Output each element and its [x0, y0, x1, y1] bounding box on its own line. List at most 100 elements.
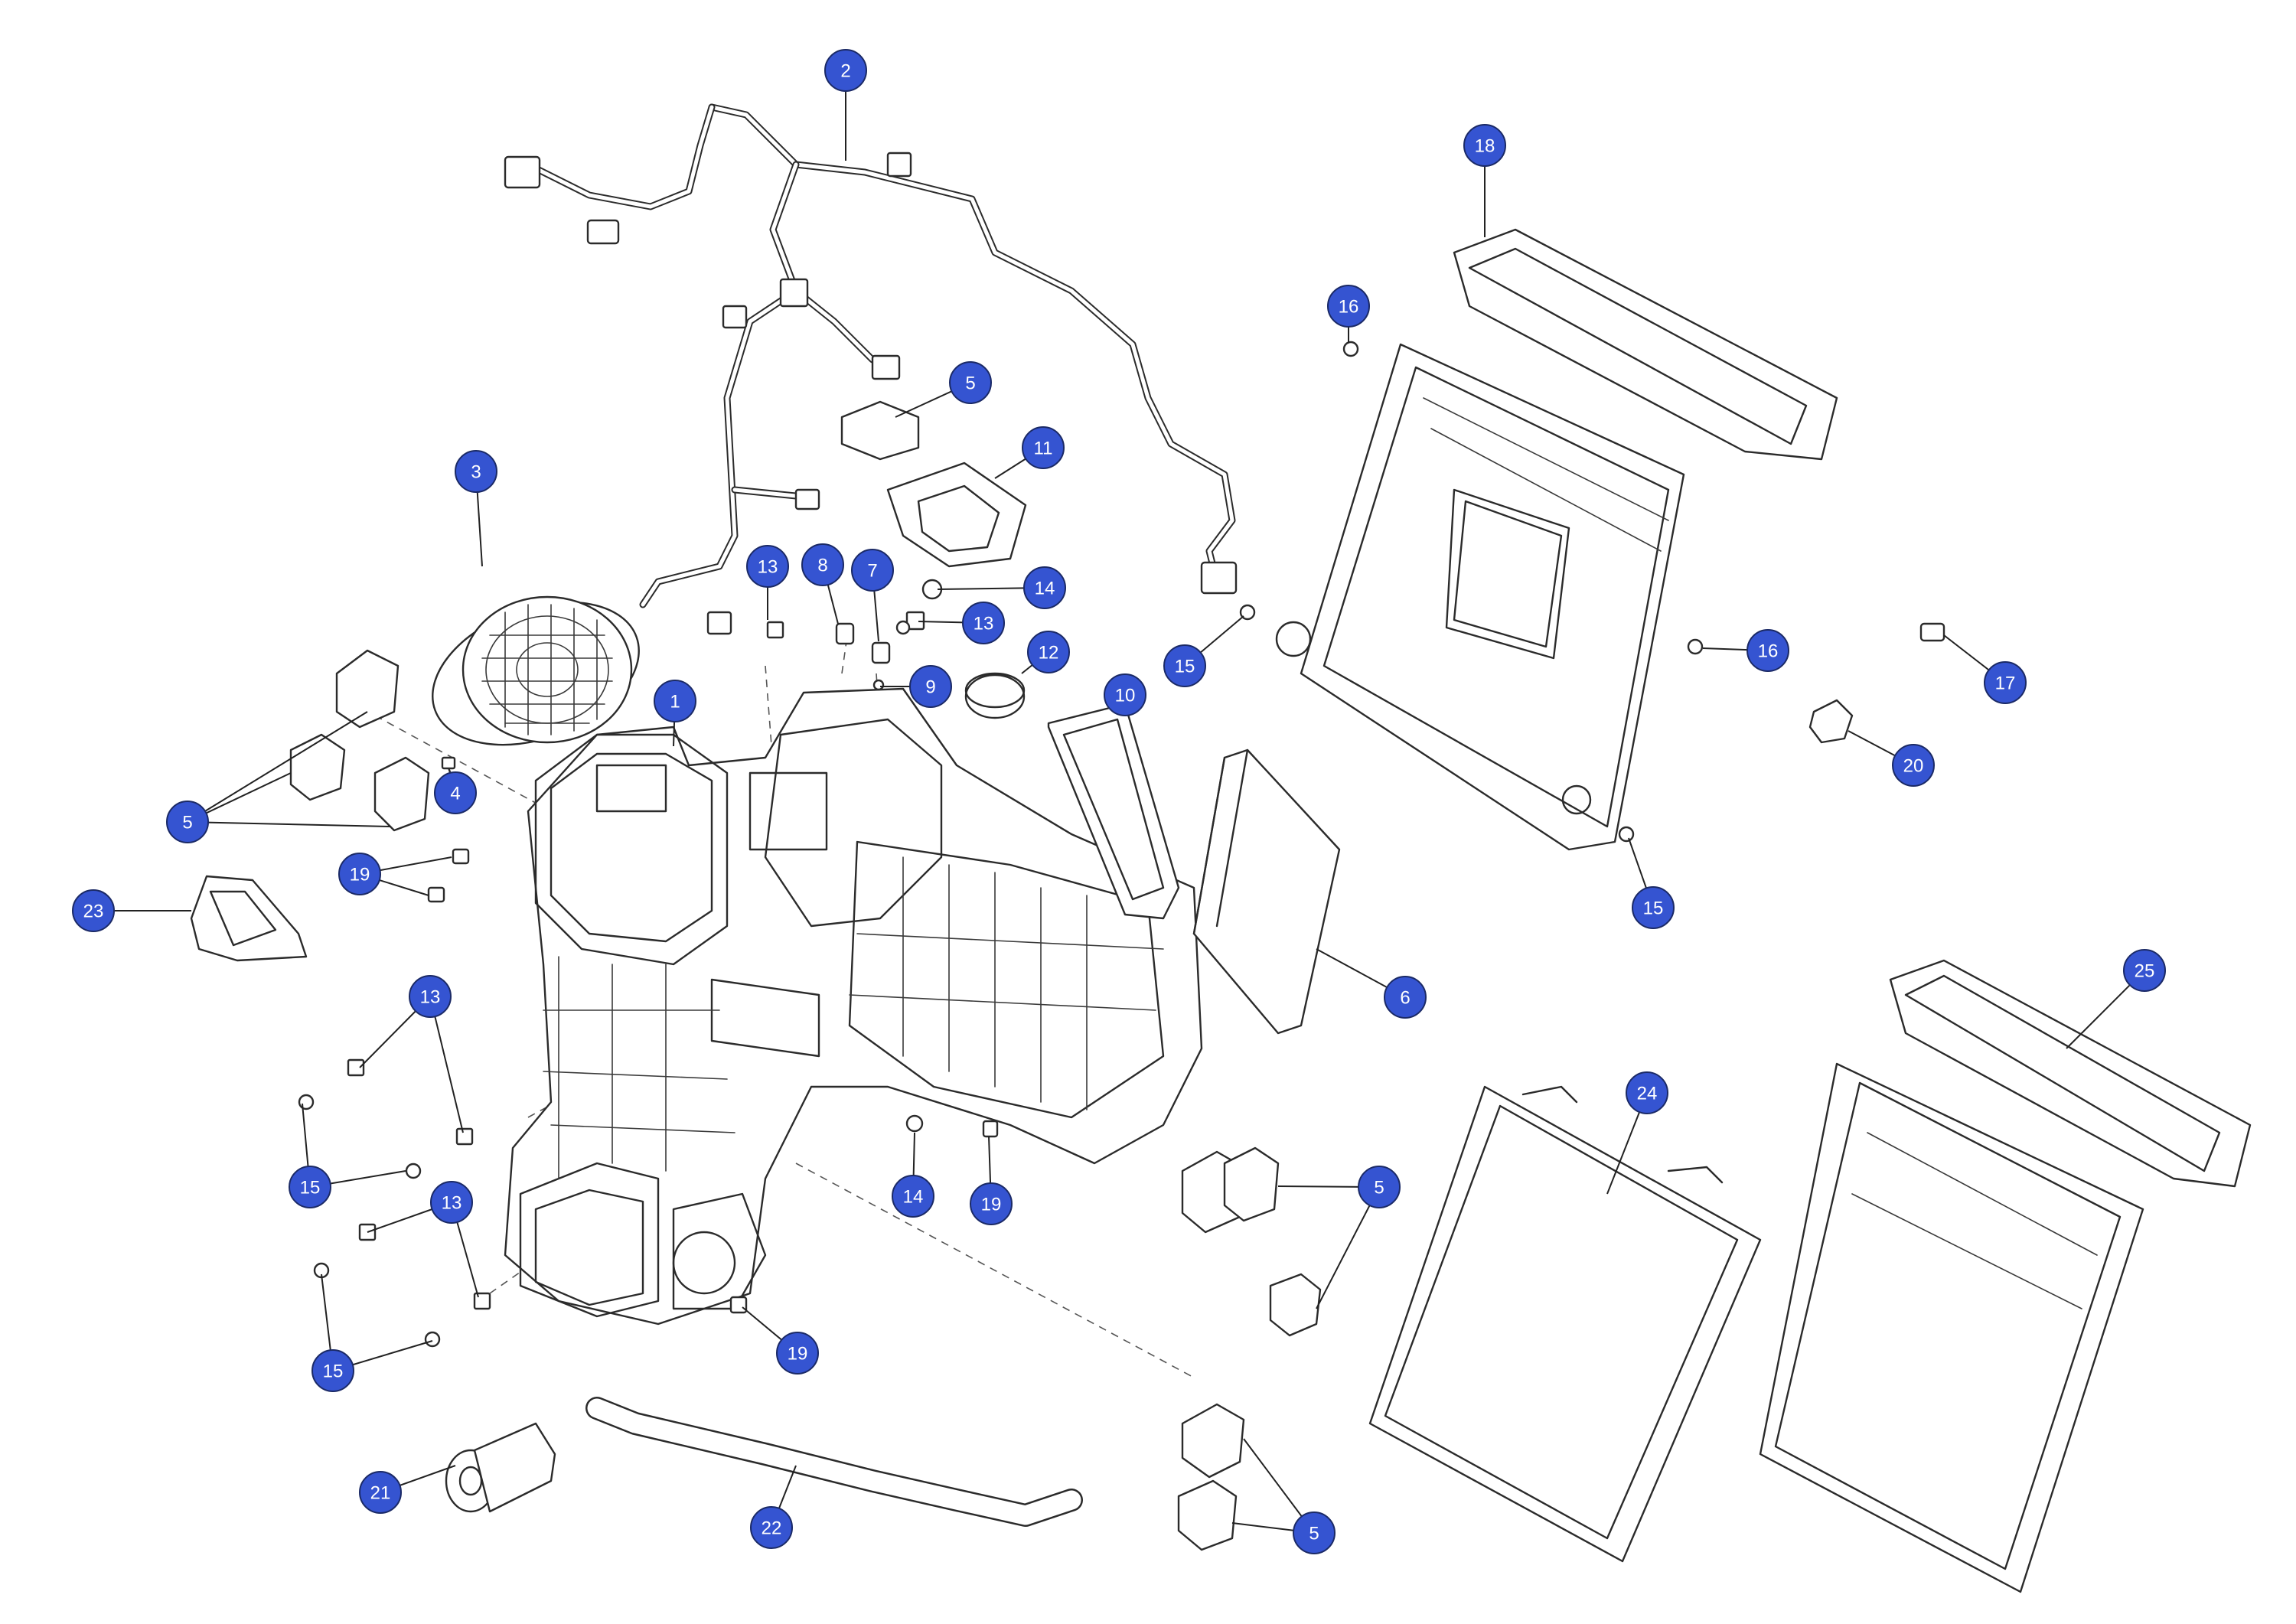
callout-label: 5 — [1374, 1178, 1384, 1198]
callout-circle — [289, 1166, 331, 1208]
callout-label: 21 — [370, 1483, 391, 1504]
grommet-21 — [445, 1422, 556, 1513]
callout-circle — [654, 680, 696, 722]
callout-19: 19 — [776, 1332, 819, 1375]
callout-label: 15 — [300, 1178, 321, 1198]
callout-circle — [166, 801, 209, 843]
callout-8: 8 — [801, 543, 844, 586]
callout-20: 20 — [1892, 744, 1935, 787]
callout-circle — [1327, 285, 1370, 328]
callout-circle — [455, 450, 497, 493]
callout-label: 11 — [1034, 439, 1053, 459]
callout-circle — [851, 549, 894, 592]
callout-label: 15 — [1643, 898, 1664, 919]
callout-label: 14 — [1035, 579, 1055, 599]
callout-label: 12 — [1039, 643, 1059, 664]
filter-panel-24 — [1368, 1085, 1762, 1563]
callout-label: 13 — [758, 557, 778, 578]
callout-19: 19 — [338, 853, 381, 895]
filter-6 — [1192, 748, 1341, 1035]
callout-22: 22 — [750, 1506, 793, 1549]
callout-label: 24 — [1637, 1084, 1658, 1104]
callout-5: 5 — [166, 801, 209, 843]
callout-label: 13 — [442, 1193, 462, 1214]
callout-13: 13 — [962, 602, 1005, 644]
callout-circle — [824, 49, 867, 92]
callout-circle — [949, 361, 992, 404]
callout-circle — [962, 602, 1005, 644]
callout-circle — [1984, 661, 2027, 704]
callout-circle — [409, 975, 452, 1018]
callout-11: 11 — [1022, 426, 1065, 469]
callout-circle — [1023, 566, 1066, 609]
callout-24: 24 — [1626, 1071, 1668, 1114]
callout-label: 19 — [981, 1195, 1002, 1215]
callout-circle — [311, 1349, 354, 1392]
callout-circle — [892, 1175, 934, 1218]
seal-11 — [886, 461, 1027, 568]
callout-circle — [1626, 1071, 1668, 1114]
small-parts-right — [1239, 341, 1945, 843]
callout-label: 16 — [1758, 641, 1779, 662]
callout-label: 20 — [1903, 756, 1924, 777]
callout-label: 3 — [471, 462, 481, 483]
callout-circle — [1163, 644, 1206, 687]
callout-label: 15 — [323, 1361, 344, 1382]
small-parts-center — [729, 579, 999, 1314]
callout-14: 14 — [1023, 566, 1066, 609]
callout-label: 15 — [1175, 657, 1195, 677]
callout-circle — [1358, 1166, 1401, 1208]
callout-label: 7 — [867, 561, 877, 582]
callout-2: 2 — [824, 49, 867, 92]
callout-19: 19 — [970, 1182, 1013, 1225]
callout-label: 6 — [1400, 988, 1410, 1009]
callout-circle — [359, 1471, 402, 1514]
callout-12: 12 — [1027, 631, 1070, 673]
callout-14: 14 — [892, 1175, 934, 1218]
callout-label: 8 — [817, 556, 827, 576]
callout-circle — [1027, 631, 1070, 673]
callout-circle — [801, 543, 844, 586]
callout-circle — [2123, 949, 2166, 992]
callout-25: 25 — [2123, 949, 2166, 992]
callout-circle — [338, 853, 381, 895]
callout-label: 22 — [762, 1518, 782, 1539]
wiring-harness — [504, 103, 1238, 635]
callout-circle — [909, 665, 952, 708]
callout-circle — [1022, 426, 1065, 469]
callout-7: 7 — [851, 549, 894, 592]
clips-bolts-left — [298, 611, 925, 1348]
duct-adapter-23 — [190, 875, 308, 962]
callout-16: 16 — [1327, 285, 1370, 328]
callout-1: 1 — [654, 680, 696, 722]
callout-10: 10 — [1104, 673, 1146, 716]
callout-label: 5 — [965, 373, 975, 394]
callout-circle — [434, 771, 477, 814]
callout-label: 17 — [1995, 673, 2016, 694]
callout-label: 4 — [450, 784, 460, 804]
callout-17: 17 — [1984, 661, 2027, 704]
callout-circle — [430, 1181, 473, 1224]
callout-label: 14 — [903, 1187, 924, 1208]
callout-label: 5 — [182, 813, 192, 833]
callout-18: 18 — [1463, 124, 1506, 167]
callout-6: 6 — [1384, 976, 1427, 1019]
callout-16: 16 — [1746, 629, 1789, 672]
callout-13: 13 — [409, 975, 452, 1018]
callout-label: 5 — [1309, 1524, 1319, 1544]
callout-circle — [1104, 673, 1146, 716]
callout-label: 13 — [974, 614, 994, 634]
callout-label: 9 — [925, 677, 935, 698]
hvac-main-housing — [504, 687, 1203, 1326]
callout-label: 18 — [1475, 136, 1495, 157]
callout-label: 19 — [788, 1344, 808, 1365]
callout-13: 13 — [430, 1181, 473, 1224]
cap-12 — [964, 672, 1026, 719]
callout-5: 5 — [1293, 1511, 1336, 1554]
callout-label: 19 — [350, 865, 370, 885]
callout-circle — [1632, 886, 1675, 929]
actuators-left — [289, 649, 430, 832]
callout-label: 25 — [2135, 961, 2155, 982]
